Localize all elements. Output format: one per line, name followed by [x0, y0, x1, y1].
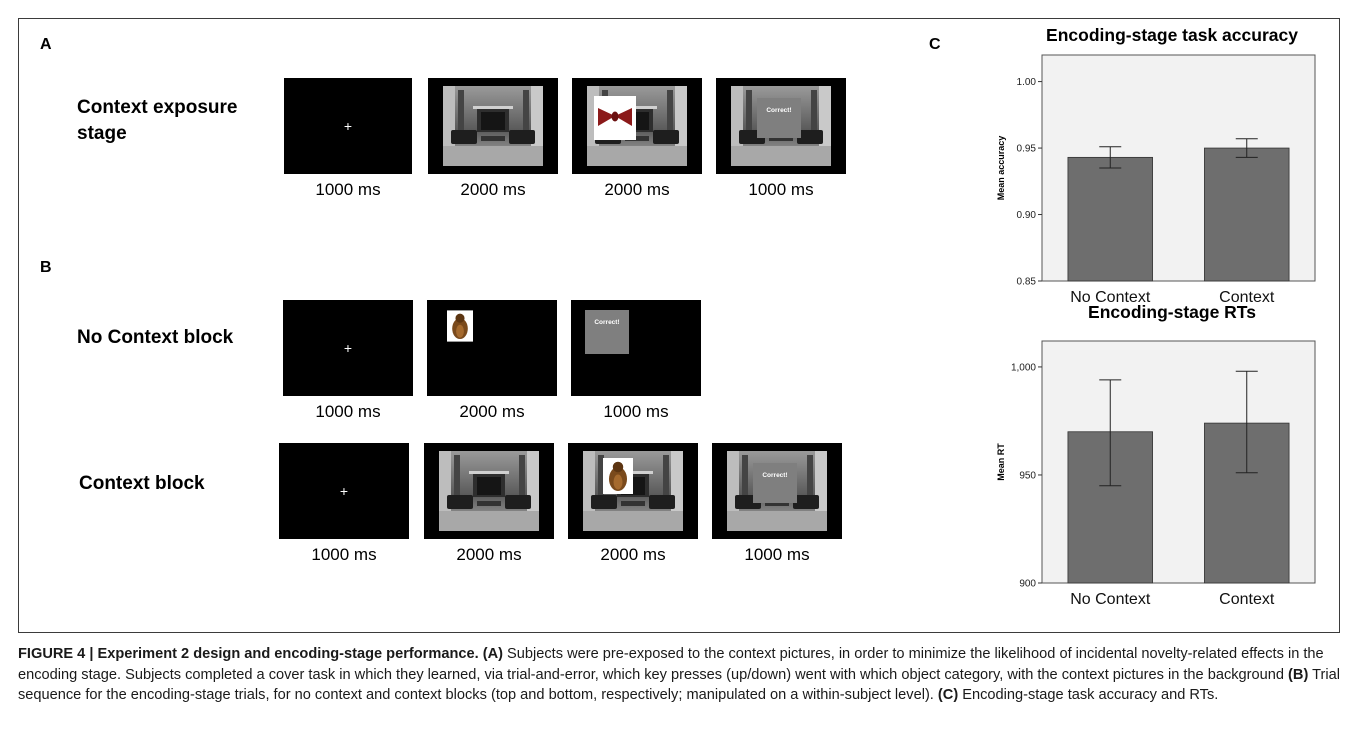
label-line-1: Context exposure	[77, 97, 238, 118]
feedback-correct: Correct!	[585, 310, 629, 354]
figure-label: FIGURE 4 | Experiment 2 design and encod…	[18, 646, 479, 662]
screen-object-in-context-b2	[568, 443, 698, 539]
duration-b2-3: 2000 ms	[600, 545, 666, 564]
label-context-block: Context block	[79, 473, 205, 494]
caption-tag-c: (C)	[937, 687, 959, 703]
screen-context-picture-b2	[424, 443, 554, 539]
duration-b2-4: 1000 ms	[744, 545, 810, 564]
screen-fixation-b1: +	[283, 300, 413, 396]
y-tick-label: 900	[1019, 579, 1036, 590]
fixation-cross: +	[343, 340, 353, 356]
bar-context	[1204, 147, 1290, 282]
label-context-exposure-stage: Context exposure stage	[77, 95, 237, 147]
screen-object-b1	[427, 300, 557, 396]
duration-b1-3: 1000 ms	[603, 402, 669, 421]
panel-label-c: C	[929, 36, 941, 53]
y-tick-label: 1.00	[1017, 77, 1037, 88]
chart-title-rts: Encoding-stage RTs	[1088, 302, 1256, 322]
y-axis-label: Mean RT	[996, 443, 1006, 481]
x-tick-label: No Context	[1070, 591, 1151, 608]
x-tick-label: Context	[1219, 289, 1275, 306]
caption-text-c: Encoding-stage task accuracy and RTs.	[958, 687, 1219, 703]
caption-text-a: Subjects were pre-exposed to the context…	[18, 646, 1324, 683]
chart-title-accuracy: Encoding-stage task accuracy	[1046, 25, 1298, 45]
fixation-cross: +	[343, 118, 353, 134]
duration-a-3: 2000 ms	[604, 180, 670, 199]
x-tick-label: Context	[1219, 591, 1275, 608]
label-line-2: stage	[77, 123, 127, 144]
duration-b1-1: 1000 ms	[315, 402, 381, 421]
duration-b2-2: 2000 ms	[456, 545, 522, 564]
y-tick-label: 950	[1019, 470, 1036, 481]
duration-a-4: 1000 ms	[748, 180, 814, 199]
screen-fixation-a: +	[284, 78, 412, 174]
duration-b2-1: 1000 ms	[311, 545, 377, 564]
feedback-correct: Correct!	[757, 98, 801, 138]
panel-label-b: B	[40, 259, 52, 276]
duration-a-2: 2000 ms	[460, 180, 526, 199]
screen-feedback-b1: Correct!	[571, 300, 701, 396]
duration-b1-2: 2000 ms	[459, 402, 525, 421]
y-tick-label: 0.95	[1017, 144, 1037, 155]
feedback-correct: Correct!	[753, 463, 797, 503]
y-axis-label: Mean accuracy	[996, 136, 1006, 201]
fixation-cross: +	[339, 483, 349, 499]
caption-tag-a: (A)	[482, 646, 503, 662]
figure-caption: FIGURE 4 | Experiment 2 design and encod…	[18, 644, 1340, 706]
panel-label-a: A	[40, 36, 52, 53]
caption-text-b: Trial sequence for the encoding-stage tr…	[18, 666, 1340, 704]
duration-a-1: 1000 ms	[315, 180, 381, 199]
y-tick-label: 1,000	[1011, 362, 1036, 373]
y-tick-label: 0.90	[1017, 210, 1037, 221]
screen-feedback-b2: Correct!	[712, 443, 842, 539]
figure-frame: A B C Context exposure stage No Context …	[18, 18, 1340, 633]
y-tick-label: 0.85	[1017, 277, 1037, 288]
caption-tag-b: (B)	[1288, 666, 1309, 683]
label-no-context-block: No Context block	[77, 327, 234, 348]
screen-object-bowtie	[572, 78, 702, 174]
screen-fixation-b2: +	[279, 443, 409, 539]
bar-no-context	[1067, 156, 1153, 282]
screen-feedback-a: Correct!	[716, 78, 846, 174]
screen-context-picture-a	[428, 78, 558, 174]
x-tick-label: No Context	[1070, 289, 1151, 306]
